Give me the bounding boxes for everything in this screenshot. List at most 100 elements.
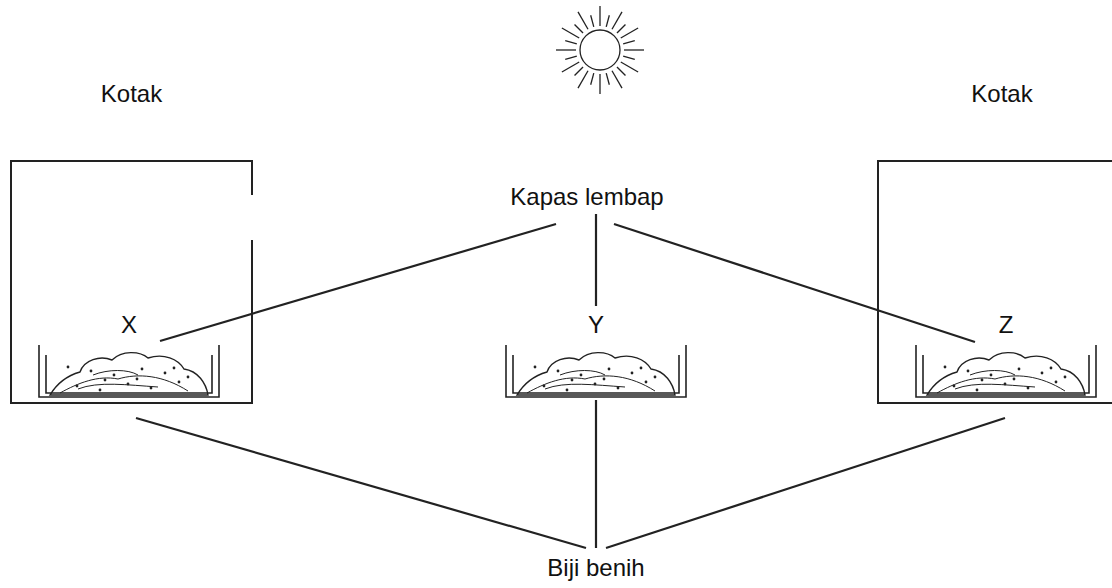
seed-dot (976, 389, 979, 392)
seed-dot (104, 379, 107, 382)
seed-dot (150, 387, 153, 390)
seed-dot (645, 381, 648, 384)
seed-dot (1013, 378, 1016, 381)
callout-label: Kapas lembap (506, 183, 667, 211)
sun-ray (623, 41, 635, 44)
sun-ray (578, 12, 588, 29)
sun-ray (562, 28, 579, 38)
seed-dot (67, 366, 70, 369)
seed-dot (557, 370, 560, 373)
sun-ray (617, 25, 625, 33)
cotton-fibre (527, 371, 655, 394)
box-wall (11, 161, 252, 403)
sun-ray (556, 49, 576, 50)
leader-line (160, 224, 556, 341)
seed-dot (1018, 368, 1021, 371)
seed-dot (981, 379, 984, 382)
box-container: KotakX (10, 160, 253, 404)
box-label: Kotak (101, 80, 162, 108)
seed-dot (141, 368, 144, 371)
sun-ray (591, 73, 594, 85)
sun-ray (565, 56, 577, 59)
seed-dot (990, 374, 993, 377)
sun-ray (599, 6, 600, 26)
seed-dot (178, 381, 181, 384)
seed-dot (953, 385, 956, 388)
seed-dot (1050, 367, 1053, 370)
seed-dot (543, 385, 546, 388)
box-wall (878, 161, 1112, 403)
leader-line (606, 418, 1005, 548)
seed-dot (173, 367, 176, 370)
dish-wall (916, 345, 1096, 397)
cotton-mound (517, 353, 675, 395)
leader-line (595, 214, 597, 306)
sun-ray (591, 15, 594, 27)
seed-dot (127, 383, 130, 386)
seed-dot (654, 376, 657, 379)
sun-ray (612, 71, 622, 88)
seed-dish: Y (505, 345, 687, 398)
cotton-mound (50, 353, 208, 395)
seed-dot (1004, 383, 1007, 386)
cotton-fibre (60, 371, 188, 394)
sun-ray (624, 49, 644, 50)
seed-dot (99, 389, 102, 392)
leader-line (595, 400, 597, 548)
seed-dot (1064, 376, 1067, 379)
seed-dot (617, 387, 620, 390)
sun-ray (562, 62, 579, 72)
dish-outline (38, 345, 220, 398)
sun-ray (565, 41, 577, 44)
seed-dot (571, 379, 574, 382)
seed-dot (136, 378, 139, 381)
dish-wall (39, 345, 219, 397)
sun-ray (621, 28, 638, 38)
seed-dot (90, 370, 93, 373)
sun-ray (606, 15, 609, 27)
dish-outline (505, 345, 687, 398)
seed-dot (944, 366, 947, 369)
sun-ray (606, 73, 609, 85)
sun-ray (575, 67, 583, 75)
box-label: Kotak (971, 80, 1032, 108)
dish-wall (506, 345, 686, 397)
sun-ray (617, 67, 625, 75)
dish-outline (915, 345, 1097, 398)
sun-ray (578, 71, 588, 88)
leader-line (136, 418, 586, 548)
seed-dot (113, 374, 116, 377)
sun-ray (623, 56, 635, 59)
seed-dish: Z (915, 345, 1097, 398)
seed-dot (608, 368, 611, 371)
leader-line (136, 214, 1005, 548)
sun-symbol (556, 6, 644, 94)
sun-ray (612, 12, 622, 29)
seed-dot (566, 389, 569, 392)
setup-letter: X (121, 311, 137, 339)
seed-dot (603, 378, 606, 381)
cotton-mound (927, 353, 1085, 395)
seed-dot (76, 385, 79, 388)
seed-dot (1055, 381, 1058, 384)
seed-dot (164, 372, 167, 375)
seed-dot (580, 374, 583, 377)
seed-dot (1027, 387, 1030, 390)
leader-line (614, 224, 975, 342)
box-container: KotakZ (877, 160, 1112, 404)
seed-dish: X (38, 345, 220, 398)
setup-letter: Y (588, 311, 604, 339)
setup-letter: Z (999, 311, 1014, 339)
seed-dot (1041, 372, 1044, 375)
sun-ray (599, 74, 600, 94)
seed-dot (534, 366, 537, 369)
cotton-fibre (937, 371, 1065, 394)
seed-dot (967, 370, 970, 373)
sun-ray (621, 62, 638, 72)
seed-dot (631, 372, 634, 375)
sun-ray (575, 25, 583, 33)
seed-dot (187, 376, 190, 379)
seed-dot (594, 383, 597, 386)
callout-label: Biji benih (543, 554, 648, 582)
